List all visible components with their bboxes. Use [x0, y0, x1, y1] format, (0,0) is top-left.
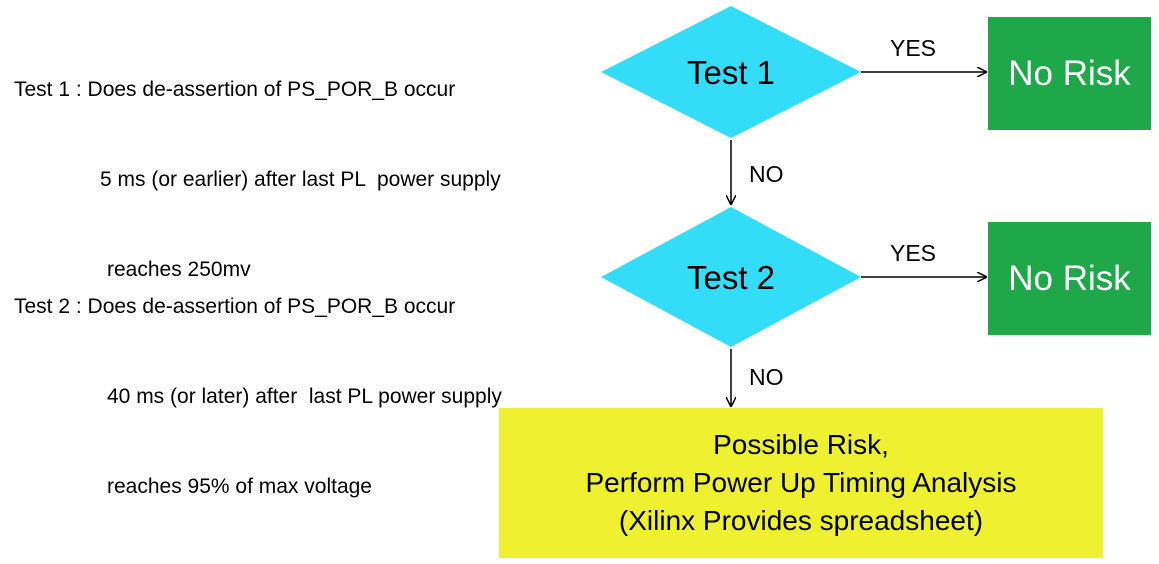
test-2-diamond	[601, 207, 861, 347]
possible-risk-line-2: Perform Power Up Timing Analysis	[585, 467, 1017, 498]
test-1-no-risk-label: No Risk	[1008, 53, 1131, 93]
test-1-no-risk-box: No Risk	[988, 17, 1151, 130]
test-1-no-label: NO	[749, 161, 784, 187]
test-2-label: Test 2	[687, 259, 775, 296]
test-2-description: Test 2 : Does de-assertion of PS_POR_B o…	[14, 232, 502, 532]
test-1-description-line-2: 5 ms (or earlier) after last PL power su…	[100, 168, 501, 191]
possible-risk-box: Possible Risk, Perform Power Up Timing A…	[499, 408, 1103, 558]
test-2-no-label: NO	[749, 364, 784, 390]
test-1-description-line-3: reaches 250mv	[107, 258, 251, 281]
test-1-label: Test 1	[687, 54, 775, 91]
test-1-description: Test 1 : Does de-assertion of PS_POR_B o…	[14, 15, 501, 315]
possible-risk-line-1: Possible Risk,	[713, 429, 889, 460]
test-2-no-risk-box: No Risk	[988, 222, 1151, 335]
test-2-yes-label: YES	[890, 240, 936, 266]
test-2-description-line-1: Test 2 : Does de-assertion of PS_POR_B o…	[14, 295, 456, 318]
test-2-description-line-2: 40 ms (or later) after last PL power sup…	[107, 385, 502, 408]
test-1-yes-label: YES	[890, 35, 936, 61]
possible-risk-line-3: (Xilinx Provides spreadsheet)	[618, 505, 984, 536]
test-2-no-risk-label: No Risk	[1008, 258, 1131, 298]
test-2-description-line-3: reaches 95% of max voltage	[107, 475, 372, 498]
test-1-description-line-1: Test 1 : Does de-assertion of PS_POR_B o…	[14, 78, 456, 101]
test-1-diamond	[601, 6, 861, 138]
